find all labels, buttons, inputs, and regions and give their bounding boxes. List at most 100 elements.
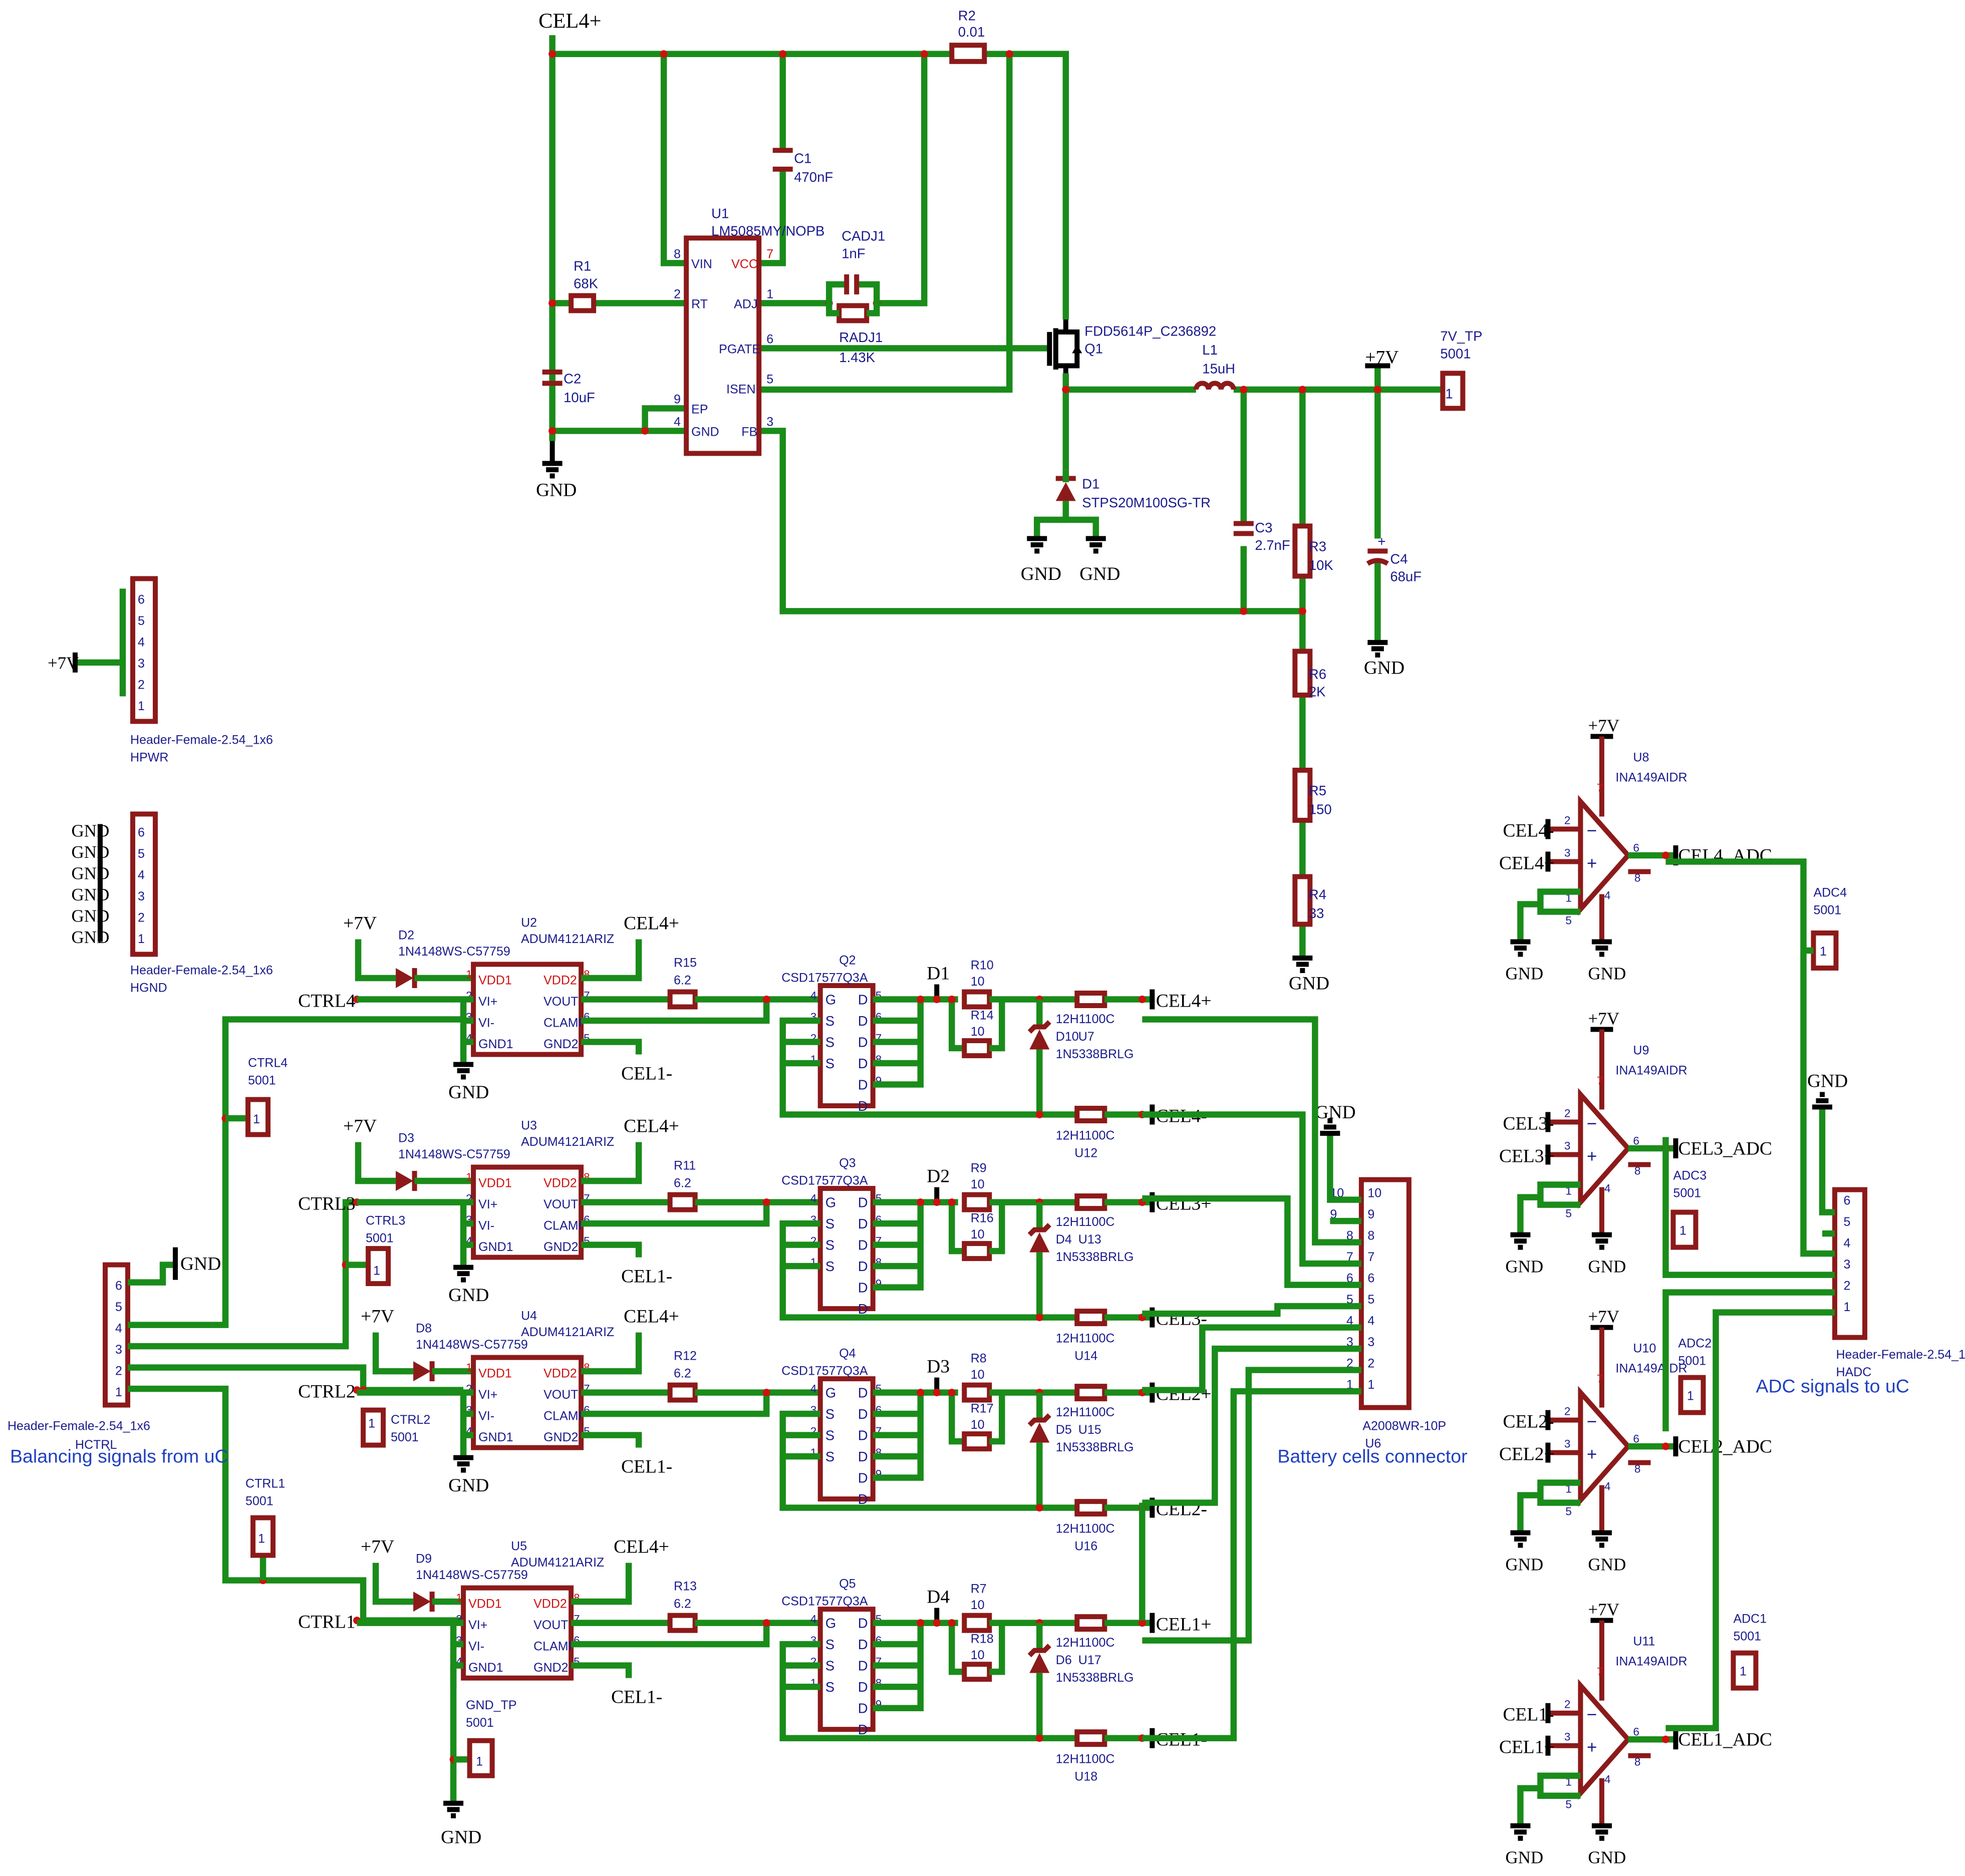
mosfet-value: CSD17577Q3A [781, 1174, 868, 1188]
gnd-label: GND [441, 1827, 481, 1848]
svg-text:2: 2 [115, 1364, 122, 1378]
bal-resistor-2-ref: R16 [971, 1211, 994, 1225]
isolator-ref: U2 [521, 915, 537, 929]
svg-text:+7V: +7V [48, 653, 79, 673]
svg-text:Battery cells connector: Battery cells connector [1277, 1446, 1467, 1467]
gnd2-net: CEL1- [621, 1457, 672, 1477]
bal-resistor-1-val: 10 [971, 1598, 985, 1612]
fuse-ref-top: U15 [1078, 1423, 1101, 1437]
bal-resistor-2-ref: R18 [971, 1632, 994, 1646]
zener-value: 1N5338BRLG [1056, 1440, 1134, 1454]
adc-tp-val: 5001 [1678, 1354, 1706, 1368]
svg-text:GND: GND [1315, 1102, 1355, 1123]
svg-text:1: 1 [1367, 1378, 1374, 1392]
p7v-label: +7V [361, 1537, 394, 1557]
mosfet-pin-r: D [858, 1195, 868, 1210]
adc-tp [1731, 1650, 1759, 1691]
svg-text:C3: C3 [1255, 520, 1272, 535]
svg-text:5: 5 [766, 372, 773, 386]
bal-resistor-1-ref: R7 [971, 1582, 987, 1596]
svg-text:1: 1 [138, 932, 145, 946]
amp-value: INA149AIDR [1615, 1362, 1687, 1376]
bal-resistor-1-val: 10 [971, 1177, 985, 1191]
svg-text:R4: R4 [1309, 886, 1326, 902]
mosfet-num-l: 4 [810, 990, 817, 1002]
mosfet-pin-r: D [858, 1056, 868, 1071]
zener-symbol [1029, 1029, 1050, 1050]
amp-pin: 5 [1565, 1798, 1572, 1811]
svg-text:CTRL2: CTRL2 [298, 1382, 356, 1402]
svg-text:1: 1 [1843, 1300, 1850, 1314]
isolator-ref: U5 [511, 1539, 527, 1553]
amp-pin: 7 [1597, 1075, 1603, 1087]
gnd2-net: CEL1- [611, 1687, 662, 1708]
iso-pin-r: CLAMP [543, 1409, 587, 1423]
svg-text:GND: GND [1364, 658, 1405, 678]
amp-value: INA149AIDR [1615, 1064, 1687, 1078]
amp-in-minus: CEL2- [1503, 1412, 1554, 1432]
zener-ref: D5 [1056, 1423, 1072, 1437]
bal-resistor-2-val: 10 [971, 1025, 985, 1039]
svg-text:0.01: 0.01 [958, 24, 985, 40]
fuse-bottom [1074, 1499, 1107, 1517]
svg-text:GND: GND [72, 842, 110, 862]
amp-pin: 6 [1633, 1433, 1639, 1445]
adc-tp-val: 5001 [1673, 1186, 1701, 1200]
mosfet-num-l: 4 [810, 1613, 817, 1626]
svg-text:1: 1 [1445, 386, 1453, 401]
diode-ref: D9 [416, 1552, 432, 1566]
amp-in-plus: CEL3+ [1499, 1146, 1555, 1167]
amp-minus: − [1587, 821, 1597, 840]
mosfet-pin-r: D [858, 1491, 868, 1507]
fuse-value-top: 12H1100C [1056, 1405, 1115, 1419]
diode-value: 1N4148WS-C57759 [416, 1338, 528, 1352]
amp-supply: +7V [1588, 1009, 1619, 1029]
svg-text:4: 4 [1843, 1236, 1850, 1250]
svg-text:6: 6 [1843, 1194, 1850, 1208]
mosfet-pin-r: D [858, 1428, 868, 1443]
iso-pin-r: VDD2 [543, 1176, 577, 1190]
fuse-ref-bottom: U18 [1074, 1770, 1097, 1784]
bal-resistor-2-val: 10 [971, 1418, 985, 1432]
mosfet-body [817, 983, 876, 1109]
amp-pin: 2 [1564, 1405, 1571, 1418]
vdd2-net: CEL4+ [624, 1307, 679, 1327]
iso-pin-l: GND1 [478, 1037, 513, 1051]
diode-value: 1N4148WS-C57759 [398, 1147, 510, 1161]
drain-net: D3 [927, 1357, 950, 1377]
cell-plus-net: CEL1+ [1156, 1615, 1212, 1635]
mosfet-pin-r: D [858, 1616, 868, 1631]
svg-text:10uF: 10uF [564, 390, 595, 405]
mosfet-pin-l: S [825, 1406, 834, 1422]
bal-resistor-1-ref: R8 [971, 1352, 987, 1366]
amp-pin: 6 [1633, 1135, 1639, 1147]
mosfet-pin-l: S [825, 1237, 834, 1253]
isolator-ic [461, 1585, 574, 1681]
svg-text:PGATE: PGATE [719, 342, 760, 356]
gate-resistor-value: 6.2 [674, 1176, 691, 1190]
svg-text:2.7nF: 2.7nF [1255, 537, 1290, 553]
l1-inductor: L1 15uH [1193, 342, 1236, 390]
gnd-tp-ref: GND_TP [466, 1698, 516, 1712]
svg-text:2: 2 [138, 678, 145, 692]
adc-tp-pin: 1 [1820, 945, 1827, 959]
svg-text:CTRL4: CTRL4 [298, 991, 356, 1012]
svg-text:6: 6 [766, 332, 773, 346]
iso-pin-l: VI+ [478, 1388, 497, 1402]
mosfet-pin-l: S [825, 1216, 834, 1231]
adc-tp-ref: ADC3 [1673, 1169, 1707, 1183]
isolator-ic [471, 1355, 584, 1450]
fuse-ref-top: U13 [1078, 1232, 1101, 1246]
amp-pin: 4 [1604, 889, 1611, 901]
amp-pin: 7 [1597, 1666, 1603, 1678]
amp-pin: 5 [1565, 1207, 1572, 1220]
gate-resistor [667, 1192, 698, 1212]
bal-resistor-2 [962, 1431, 992, 1452]
iso-pin-l: VI+ [478, 995, 497, 1009]
amp-pin: 7 [1597, 1373, 1603, 1385]
zener-ref: D6 [1056, 1653, 1072, 1667]
fuse-value-bottom: 12H1100C [1056, 1129, 1115, 1143]
svg-text:3: 3 [1843, 1258, 1850, 1272]
amp-pin: 3 [1564, 1438, 1571, 1450]
svg-text:VCC: VCC [731, 257, 758, 271]
